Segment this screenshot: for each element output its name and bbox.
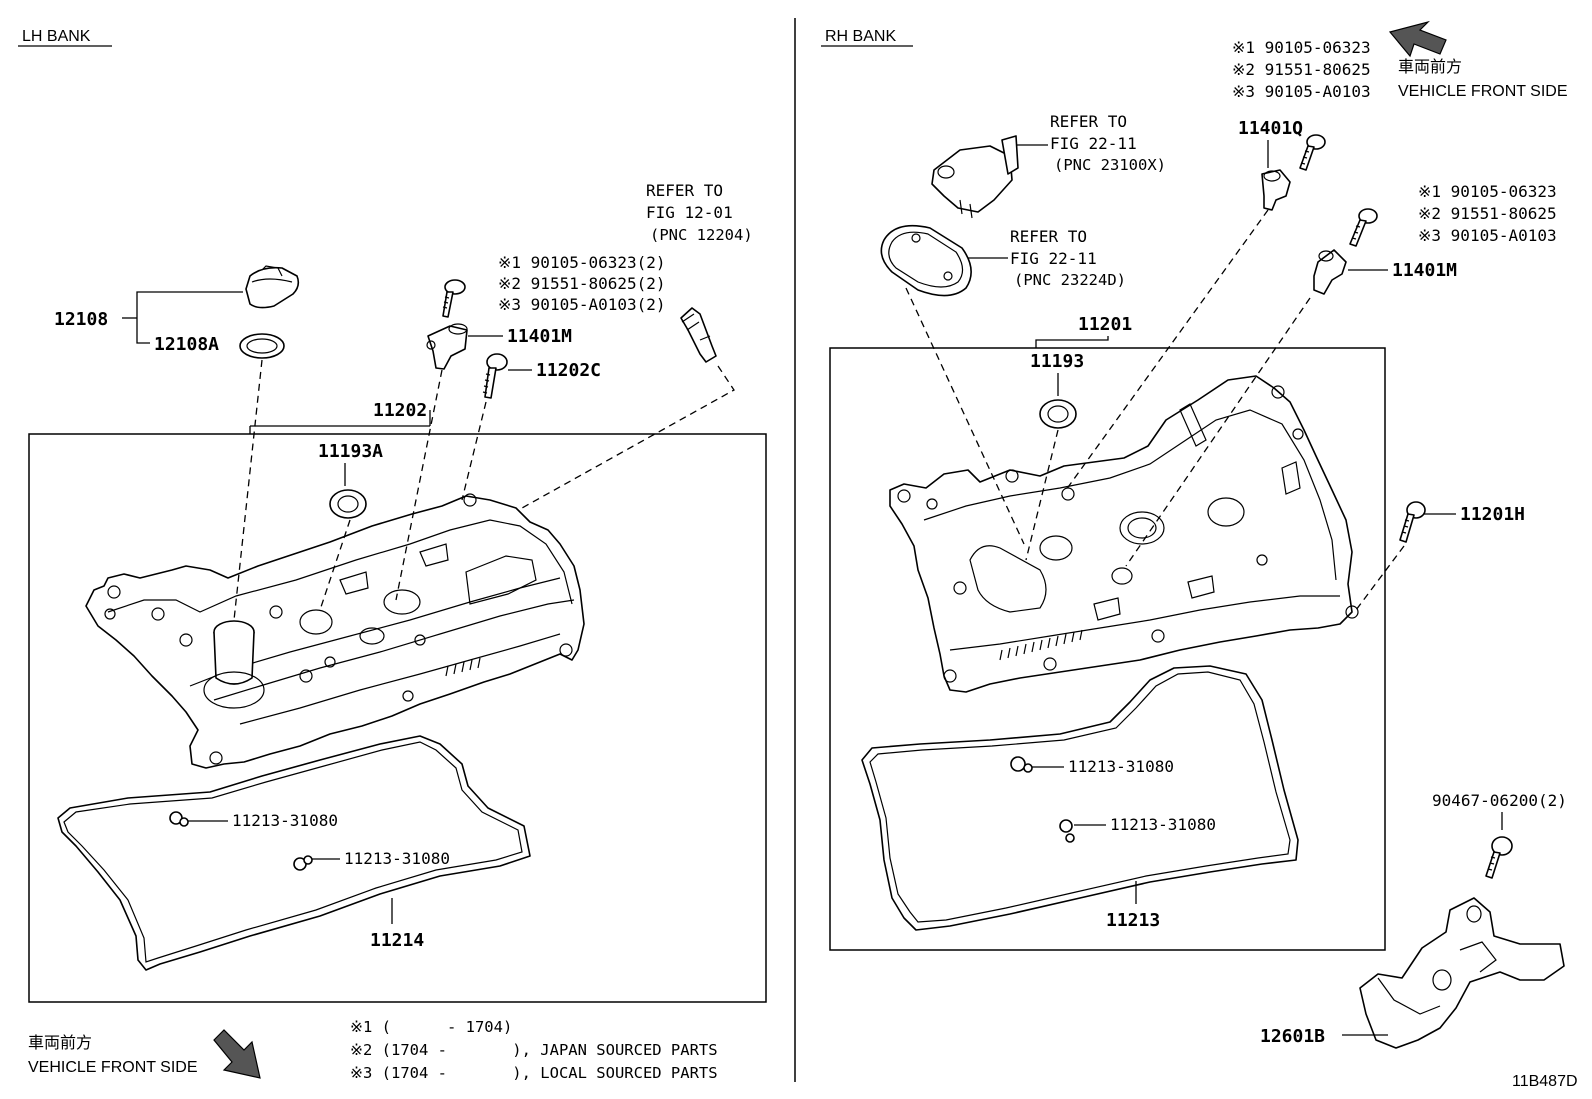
bolt-11201h-icon <box>1399 501 1426 543</box>
bolt-icon <box>1299 134 1326 171</box>
engine-bracket-icon <box>1359 897 1565 1049</box>
rh-bank-title: RH BANK <box>825 28 896 45</box>
oil-filler-cap-icon <box>245 265 300 309</box>
grommet-icon <box>169 811 189 827</box>
rh-front-en: VEHICLE FRONT SIDE <box>1398 83 1568 100</box>
lh-bank: LH BANK 12108 12108A 1 <box>18 28 767 1082</box>
rh-assembly-frame <box>829 347 1386 951</box>
rh-refer-a-line3: (PNC 23100X) <box>1054 156 1166 174</box>
rh-bolt-note-mid-1: ※1 90105-06323 <box>1418 182 1557 201</box>
label-12108A: 12108A <box>154 334 219 355</box>
label-11401M-rh: 11401M <box>1392 260 1457 281</box>
rh-refer-a-line2: FIG 22-11 <box>1050 134 1137 153</box>
rh-bank: RH BANK 車両前方 VEHICLE FRONT SIDE ※1 90105… <box>821 20 1578 1090</box>
lh-refer-line2: FIG 12-01 <box>646 203 733 222</box>
label-11213: 11213 <box>1106 910 1160 931</box>
label-11193: 11193 <box>1030 351 1084 372</box>
footnote-1: ※1 ( - 1704) <box>350 1018 512 1036</box>
plug-seal-icon <box>329 489 367 519</box>
rh-head-cover-icon <box>889 375 1359 693</box>
label-rh-gasket-a: 11213-31080 <box>1068 757 1174 776</box>
figure-code: 11B487D <box>1512 1073 1578 1090</box>
plug-seal-icon <box>1039 399 1077 429</box>
lh-bank-title: LH BANK <box>22 28 91 45</box>
label-11202: 11202 <box>373 400 427 421</box>
label-11201: 11201 <box>1078 314 1132 335</box>
lh-refer-line3: (PNC 12204) <box>650 226 753 244</box>
front-arrow-icon <box>213 1029 261 1079</box>
rh-refer-b-line2: FIG 22-11 <box>1010 249 1097 268</box>
lh-bolt-note-3: ※3 90105-A0103(2) <box>498 295 666 314</box>
lh-head-cover-icon <box>85 493 585 769</box>
rh-refer-a-line1: REFER TO <box>1050 112 1127 131</box>
footnote-2: ※2 (1704 - ), JAPAN SOURCED PARTS <box>350 1041 718 1059</box>
label-lh-gasket-b: 11213-31080 <box>344 849 450 868</box>
rh-bolt-note-mid-2: ※2 91551-80625 <box>1418 204 1557 223</box>
label-11202C: 11202C <box>536 360 601 381</box>
cam-sensor-q-icon <box>1261 169 1291 211</box>
label-12601B: 12601B <box>1260 1026 1325 1047</box>
label-lh-gasket-a: 11213-31080 <box>232 811 338 830</box>
vsv-valve-icon <box>931 135 1019 219</box>
vsv-gasket-icon <box>880 224 972 297</box>
label-11401Q: 11401Q <box>1238 118 1303 139</box>
rh-refer-b-line1: REFER TO <box>1010 227 1087 246</box>
label-12108: 12108 <box>54 309 108 330</box>
bolt-11202c-icon <box>482 353 508 399</box>
rh-refer-b-line3: (PNC 23224D) <box>1014 271 1126 289</box>
rh-bolt-note-top-3: ※3 90105-A0103 <box>1232 82 1371 101</box>
lh-front-jp: 車両前方 <box>28 1034 92 1052</box>
knock-sensor-icon <box>680 307 717 363</box>
label-90467: 90467-06200(2) <box>1432 791 1567 810</box>
lh-assembly-frame <box>28 433 767 1003</box>
label-rh-gasket-b: 11213-31080 <box>1110 815 1216 834</box>
grommet-icon <box>293 855 313 871</box>
grommet-icon <box>1059 819 1075 843</box>
grommet-icon <box>1010 756 1033 773</box>
front-arrow-icon <box>1388 20 1447 58</box>
label-11201H: 11201H <box>1460 504 1525 525</box>
lh-bolt-note-2: ※2 91551-80625(2) <box>498 274 666 293</box>
rh-bolt-note-top-1: ※1 90105-06323 <box>1232 38 1371 57</box>
lh-refer-line1: REFER TO <box>646 181 723 200</box>
rh-gasket-icon <box>861 665 1299 931</box>
cam-sensor-icon <box>426 323 468 370</box>
rh-front-jp: 車両前方 <box>1398 58 1462 76</box>
bolt-icon <box>442 279 466 318</box>
lh-front-en: VEHICLE FRONT SIDE <box>28 1059 198 1076</box>
lh-bolt-note-1: ※1 90105-06323(2) <box>498 253 666 272</box>
label-11401M-lh: 11401M <box>507 326 572 347</box>
bolt-icon <box>1485 836 1513 879</box>
cap-gasket-icon <box>239 333 285 359</box>
label-11193A: 11193A <box>318 441 383 462</box>
lh-gasket-icon <box>57 735 531 971</box>
footnote-3: ※3 (1704 - ), LOCAL SOURCED PARTS <box>350 1064 718 1082</box>
label-11214: 11214 <box>370 930 424 951</box>
rh-bolt-note-top-2: ※2 91551-80625 <box>1232 60 1371 79</box>
bolt-icon <box>1349 208 1378 247</box>
cam-sensor-m-icon <box>1313 249 1347 295</box>
rh-bolt-note-mid-3: ※3 90105-A0103 <box>1418 226 1557 245</box>
